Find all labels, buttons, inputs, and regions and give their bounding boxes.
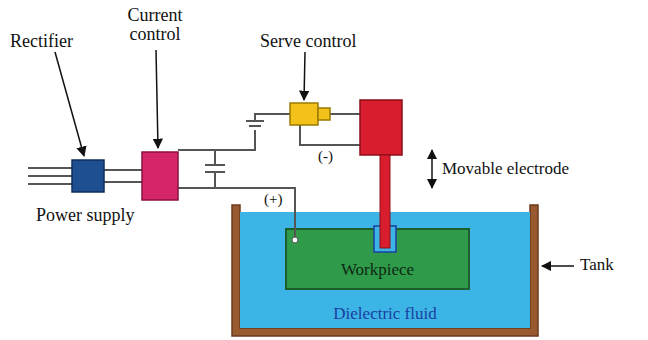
servo-nub bbox=[318, 108, 330, 120]
electrode-head bbox=[360, 100, 402, 155]
part-label: Rectifier bbox=[10, 32, 73, 51]
part-label: Movable electrode bbox=[442, 160, 569, 178]
part-label: Tank bbox=[580, 256, 614, 274]
node-label: Workpiece bbox=[341, 260, 414, 280]
servo-box bbox=[290, 103, 318, 125]
part-label: Power supply bbox=[36, 206, 135, 225]
part-label: (-) bbox=[318, 149, 333, 165]
part-label: (+) bbox=[264, 192, 282, 208]
part-label: Serve control bbox=[260, 32, 356, 51]
rectifier-box bbox=[72, 160, 104, 192]
contact-dot bbox=[292, 237, 298, 243]
electrode-rod bbox=[380, 155, 390, 248]
node-label: Dielectric fluid bbox=[333, 304, 436, 324]
current-control-box bbox=[142, 152, 178, 200]
part-label: Current control bbox=[112, 6, 198, 44]
leader-lines bbox=[55, 50, 574, 266]
